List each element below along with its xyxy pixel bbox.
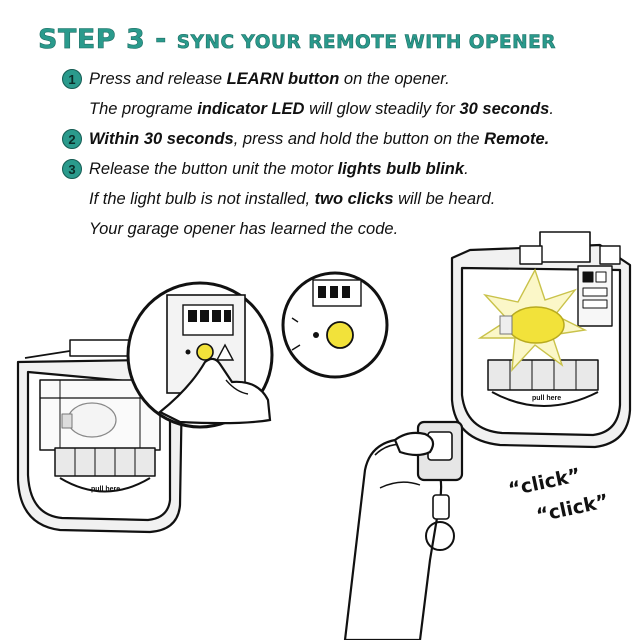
step-text: , press and hold the button on the (233, 130, 485, 148)
zoom-circle-learn-button (126, 281, 274, 429)
step-text: . (549, 100, 554, 118)
right-pull-label: pull here (532, 395, 561, 402)
step-text: . (464, 160, 469, 178)
step-2-line-1: 2 Within 30 seconds, press and hold the … (60, 124, 620, 154)
step-3-number-badge: 3 (62, 159, 82, 179)
step-bold-text: two clicks (314, 190, 394, 208)
step-bold-text: indicator LED (197, 100, 305, 118)
step-1-number-badge: 1 (62, 69, 82, 89)
step-text: will be heard. (393, 190, 496, 208)
light-flash-burst (477, 268, 588, 373)
step-3-line-1: 3 Release the button unit the motor ligh… (60, 154, 620, 184)
title-step: STEP 3 - (38, 24, 177, 56)
click-label-2: “click” (534, 490, 610, 527)
step-text: Release the button unit the motor (89, 160, 338, 178)
step-bold-text: 30 seconds (459, 100, 550, 118)
hand-with-remote (343, 420, 464, 640)
instruction-steps: 1 Press and release LEARN button on the … (60, 64, 620, 244)
click-label-1: “click” (506, 464, 582, 501)
left-pull-label: pull here (91, 486, 120, 493)
title-subtitle: SYNC YOUR REMOTE WITH OPENER (176, 32, 557, 54)
step-text: The programe (89, 100, 198, 118)
step-text: on the opener. (339, 70, 450, 88)
indicator-led (326, 321, 354, 349)
key-ring (425, 521, 455, 551)
step-bold-text: LEARN button (226, 70, 340, 88)
step-bold-text: lights bulb blink (337, 160, 465, 178)
step-1-line-2: The programe indicator LED will glow ste… (60, 94, 620, 124)
page-title: STEP 3 - SYNC YOUR REMOTE WITH OPENER (38, 24, 557, 56)
step-3-line-3: Your garage opener has learned the code. (60, 214, 620, 244)
step-3-line-2: If the light bulb is not installed, two … (60, 184, 620, 214)
step-text: will glow steadily for (304, 100, 460, 118)
step-bold-text: Remote. (484, 130, 550, 148)
left-opener-unit (16, 339, 184, 534)
zoom-circle-indicator-led (281, 271, 389, 379)
pressing-finger (157, 357, 272, 425)
step-bold-text: Within 30 seconds (89, 130, 234, 148)
learn-button-led (196, 343, 214, 361)
step-2-number-badge: 2 (62, 129, 82, 149)
step-text: Press and release (89, 70, 227, 88)
step-text: If the light bulb is not installed, (89, 190, 315, 208)
step-text: Your garage opener has learned the code. (89, 220, 399, 238)
step-1-line-1: 1 Press and release LEARN button on the … (60, 64, 620, 94)
